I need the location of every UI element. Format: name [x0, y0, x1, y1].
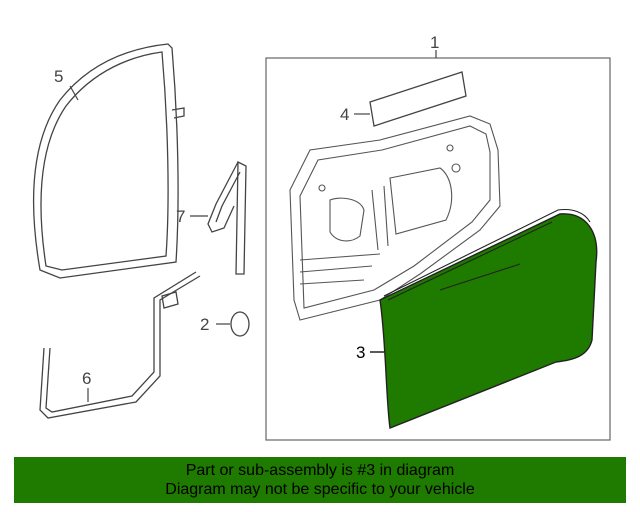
callout-6: 6 — [82, 369, 91, 388]
callout-4: 4 — [340, 105, 349, 124]
glass-run-channel — [207, 160, 247, 275]
info-banner: Part or sub-assembly is #3 in diagram Di… — [14, 457, 626, 503]
body-weatherstrip — [32, 43, 185, 279]
callout-3: 3 — [356, 343, 365, 362]
parts-diagram: 5 7 2 6 1 4 — [32, 33, 611, 441]
callout-7: 7 — [176, 207, 185, 226]
banner-line-1: Part or sub-assembly is #3 in diagram — [185, 462, 455, 479]
nameplate — [369, 71, 467, 127]
outer-door-panel — [379, 213, 598, 429]
hole-plug — [230, 311, 250, 337]
door-assembly-frame — [265, 57, 611, 441]
outer-panel-edge — [383, 208, 591, 301]
callout-1: 1 — [430, 33, 439, 52]
lower-seal — [39, 271, 201, 419]
inner-door-shell — [289, 115, 501, 321]
banner-line-2: Diagram may not be specific to your vehi… — [165, 481, 475, 498]
callout-5: 5 — [54, 67, 63, 86]
callout-2: 2 — [200, 315, 209, 334]
